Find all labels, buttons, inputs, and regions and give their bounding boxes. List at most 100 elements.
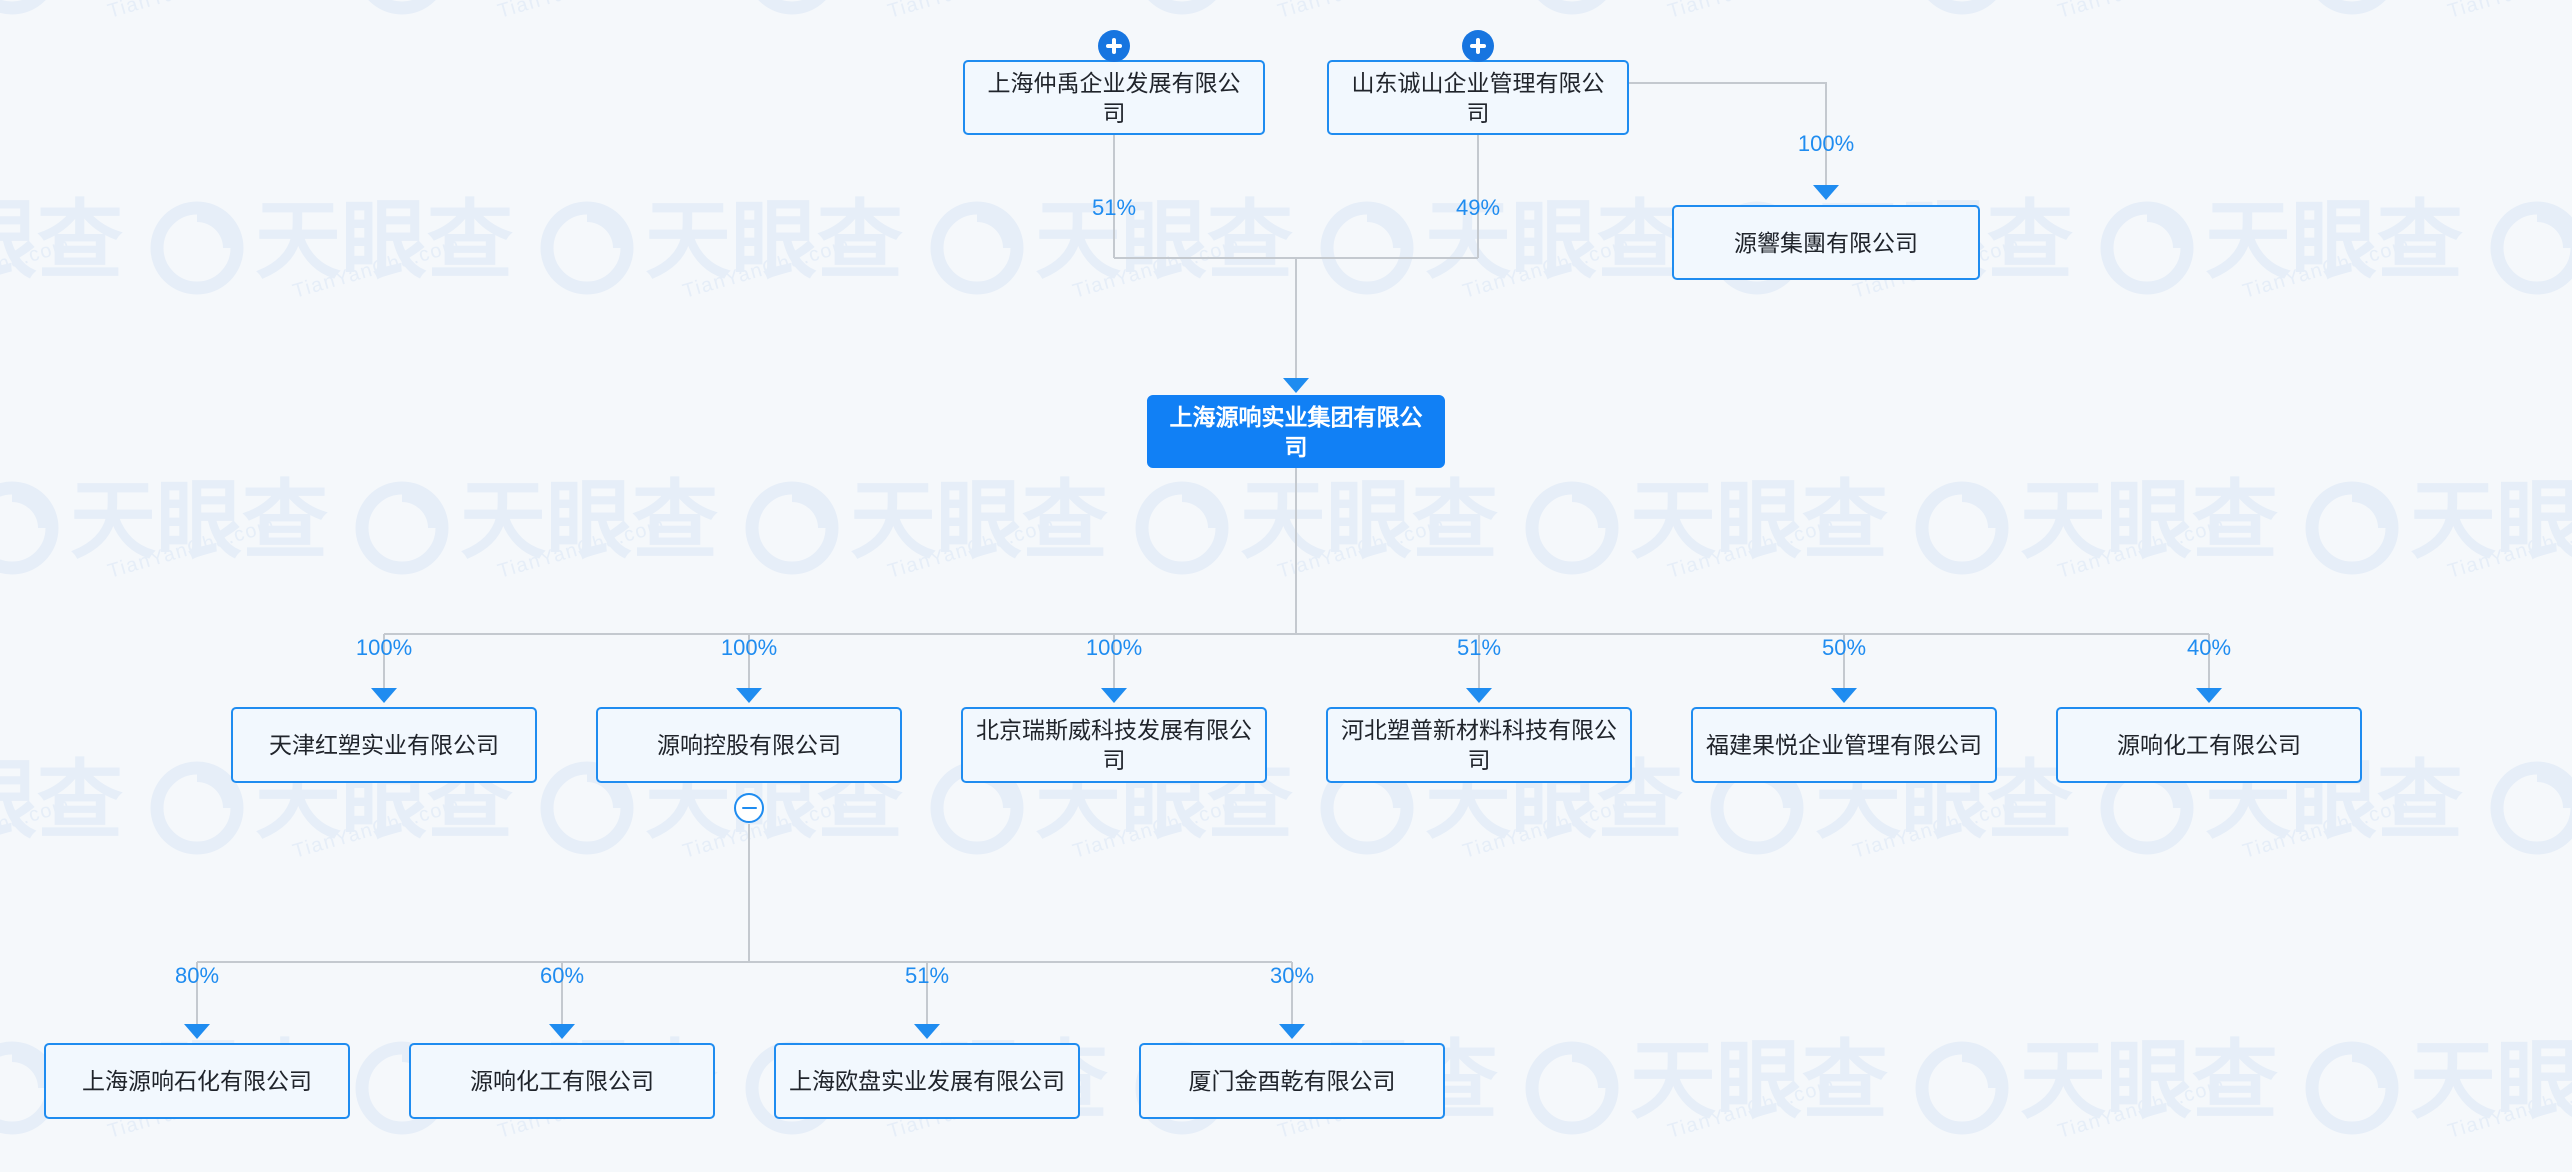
org-node-label: 源响化工有限公司	[470, 1068, 654, 1094]
watermark-tianyancha: 天眼查 TianYanCha.com	[350, 450, 780, 600]
org-node-root[interactable]: 上海源响实业集团有限公司	[1147, 395, 1445, 468]
svg-text:天眼查: 天眼查	[1630, 473, 1888, 569]
svg-text:TianYanCha.com: TianYanCha.com	[885, 514, 1058, 583]
expand-node-icon[interactable]	[1098, 30, 1130, 62]
svg-text:天眼查: 天眼查	[460, 473, 718, 569]
svg-text:TianYanCha.com: TianYanCha.com	[1665, 514, 1838, 583]
svg-text:天眼查: 天眼查	[2410, 0, 2572, 9]
svg-text:天眼查: 天眼查	[460, 0, 718, 9]
svg-text:TianYanCha.com: TianYanCha.com	[1070, 234, 1243, 303]
svg-text:TianYanCha.com: TianYanCha.com	[2445, 0, 2572, 23]
svg-text:TianYanCha.com: TianYanCha.com	[1665, 0, 1838, 23]
edge-percent-label: 100%	[1797, 131, 1855, 156]
org-node-label: 河北塑普新材料科技有限公司	[1341, 717, 1617, 773]
watermark-tianyancha: 天眼查 TianYanCha.com	[2485, 170, 2572, 320]
svg-text:天眼查: 天眼查	[1240, 473, 1498, 569]
svg-text:TianYanCha.com: TianYanCha.com	[2055, 0, 2228, 23]
svg-text:TianYanCha.com: TianYanCha.com	[1460, 234, 1633, 303]
svg-text:TianYanCha.com: TianYanCha.com	[2445, 514, 2572, 583]
watermark-tianyancha: 天眼查 TianYanCha.com	[0, 450, 390, 600]
collapse-node-icon[interactable]	[734, 793, 764, 823]
watermark-tianyancha: 天眼查 TianYanCha.com	[1130, 0, 1560, 40]
svg-text:TianYanCha.com: TianYanCha.com	[2445, 1074, 2572, 1143]
org-node[interactable]: 天津红塑实业有限公司	[231, 707, 537, 783]
svg-text:天眼查: 天眼查	[645, 193, 903, 289]
svg-text:TianYanCha.com: TianYanCha.com	[2240, 794, 2413, 863]
svg-text:TianYanCha.com: TianYanCha.com	[2240, 234, 2413, 303]
svg-text:天眼查: 天眼查	[0, 753, 123, 849]
svg-text:TianYanCha.com: TianYanCha.com	[105, 0, 278, 23]
watermark-tianyancha: 天眼查 TianYanCha.com	[1520, 0, 1950, 40]
watermark-tianyancha: 天眼查 TianYanCha.com	[2300, 450, 2572, 600]
org-node-label: 源响控股有限公司	[657, 732, 841, 758]
expand-node-icon[interactable]	[1462, 30, 1494, 62]
edge-percent-label: 30%	[1269, 963, 1315, 988]
svg-text:TianYanCha.com: TianYanCha.com	[290, 794, 463, 863]
svg-text:天眼查: 天眼查	[2410, 473, 2572, 569]
svg-text:天眼查: 天眼查	[70, 0, 328, 9]
org-node[interactable]: 上海源响石化有限公司	[44, 1043, 350, 1119]
org-node-label: 厦门金酉乾有限公司	[1188, 1068, 1396, 1094]
svg-text:天眼查: 天眼查	[2410, 1033, 2572, 1129]
org-node[interactable]: 源响化工有限公司	[2056, 707, 2362, 783]
svg-text:TianYanCha.com: TianYanCha.com	[495, 514, 668, 583]
svg-text:TianYanCha.com: TianYanCha.com	[680, 234, 853, 303]
org-node-label: 上海源响石化有限公司	[82, 1068, 312, 1094]
edge-percent-label: 100%	[720, 635, 778, 660]
org-node-label: 上海仲禹企业发展有限公司	[987, 69, 1241, 126]
org-node[interactable]: 源响控股有限公司	[596, 707, 902, 783]
org-node-label: 上海源响实业集团有限公司	[1169, 403, 1423, 460]
svg-text:TianYanCha.com: TianYanCha.com	[1070, 794, 1243, 863]
watermark-tianyancha: 天眼查 TianYanCha.com	[1520, 450, 1950, 600]
svg-text:TianYanCha.com: TianYanCha.com	[885, 0, 1058, 23]
watermark-tianyancha: 天眼查 TianYanCha.com	[1130, 450, 1560, 600]
svg-text:天眼查: 天眼查	[1630, 1033, 1888, 1129]
org-node[interactable]: 福建果悦企业管理有限公司	[1691, 707, 1997, 783]
org-node-label: 福建果悦企业管理有限公司	[1706, 732, 1982, 758]
edge-percent-label: 40%	[2186, 635, 2232, 660]
edge-percent-label: 60%	[539, 963, 585, 988]
watermark-tianyancha: 天眼查 TianYanCha.com	[1910, 0, 2340, 40]
svg-text:天眼查: 天眼查	[2205, 193, 2463, 289]
svg-text:天眼查: 天眼查	[850, 473, 1108, 569]
svg-text:天眼查: 天眼查	[2020, 0, 2278, 9]
edge-percent-label: 80%	[174, 963, 220, 988]
svg-text:TianYanCha.com: TianYanCha.com	[495, 0, 668, 23]
svg-text:天眼查: 天眼查	[70, 473, 328, 569]
svg-text:TianYanCha.com: TianYanCha.com	[105, 514, 278, 583]
org-node[interactable]: 厦门金酉乾有限公司	[1139, 1043, 1445, 1119]
svg-text:天眼查: 天眼查	[255, 193, 513, 289]
edge-percent-label: 51%	[904, 963, 950, 988]
svg-text:TianYanCha.com: TianYanCha.com	[1275, 0, 1448, 23]
org-node[interactable]: 源響集團有限公司	[1672, 205, 1980, 280]
svg-text:TianYanCha.com: TianYanCha.com	[2055, 1074, 2228, 1143]
svg-text:TianYanCha.com: TianYanCha.com	[2055, 514, 2228, 583]
org-node-label: 北京瑞斯威科技发展有限公司	[976, 717, 1252, 773]
org-node-label: 山东诚山企业管理有限公司	[1351, 69, 1605, 126]
svg-text:天眼查: 天眼查	[850, 0, 1108, 9]
org-node[interactable]: 上海欧盘实业发展有限公司	[774, 1043, 1080, 1119]
svg-text:天眼查: 天眼查	[1630, 0, 1888, 9]
org-node-label: 上海欧盘实业发展有限公司	[789, 1068, 1065, 1094]
org-node-label: 天津红塑实业有限公司	[269, 732, 499, 758]
svg-text:TianYanCha.com: TianYanCha.com	[290, 234, 463, 303]
svg-text:TianYanCha.com: TianYanCha.com	[0, 794, 73, 863]
watermark-tianyancha: 天眼查 TianYanCha.com	[740, 450, 1170, 600]
org-node[interactable]: 河北塑普新材料科技有限公司	[1326, 707, 1632, 783]
svg-text:TianYanCha.com: TianYanCha.com	[1460, 794, 1633, 863]
svg-text:TianYanCha.com: TianYanCha.com	[0, 234, 73, 303]
watermark-tianyancha: 天眼查 TianYanCha.com	[925, 170, 1355, 320]
watermark-tianyancha: 天眼查 TianYanCha.com	[1520, 1010, 1950, 1160]
watermark-tianyancha: 天眼查 TianYanCha.com	[2300, 1010, 2572, 1160]
svg-text:TianYanCha.com: TianYanCha.com	[1275, 514, 1448, 583]
edge-percent-label: 49%	[1455, 195, 1501, 220]
org-node[interactable]: 源响化工有限公司	[409, 1043, 715, 1119]
org-node[interactable]: 北京瑞斯威科技发展有限公司	[961, 707, 1267, 783]
svg-text:天眼查: 天眼查	[1240, 0, 1498, 9]
org-node[interactable]: 上海仲禹企业发展有限公司	[963, 60, 1265, 135]
svg-text:TianYanCha.com: TianYanCha.com	[1850, 794, 2023, 863]
edge-percent-label: 100%	[355, 635, 413, 660]
org-node[interactable]: 山东诚山企业管理有限公司	[1327, 60, 1629, 135]
